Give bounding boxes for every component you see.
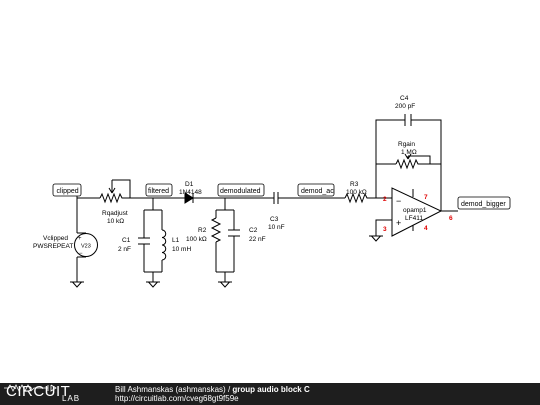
- logo-wave-icon: [4, 384, 57, 392]
- c4-value: 200 pF: [395, 103, 415, 110]
- schematic-drawing: clipped V23 + − Vclipped PWSREPEAT Rqadj…: [33, 95, 511, 288]
- r2-name: R2: [198, 227, 207, 234]
- potentiometer-rqadjust: [99, 187, 124, 204]
- vclipped-name: Vclipped: [43, 235, 68, 242]
- circuit-url[interactable]: http://circuitlab.com/cveg68gt9f59e: [115, 394, 239, 403]
- schematic-text: V23: [81, 244, 91, 250]
- pin-4: 4: [424, 225, 428, 232]
- resistor-r2: [210, 217, 222, 243]
- d1-value: 1N4148: [179, 189, 202, 196]
- rgain-name: Rgain: [398, 141, 415, 148]
- c3-name: C3: [270, 216, 279, 223]
- c2-name: C2: [249, 227, 258, 234]
- label-tag-demod-bigger: demod_bigger: [457, 196, 511, 210]
- wire-network-left: [76, 179, 140, 282]
- footer-bar: CIRCUIT LAB Bill Ashmanskas (ashmanskas)…: [0, 383, 540, 405]
- r3-value: 100 kΩ: [346, 189, 367, 196]
- schematic-text: demodulated: [220, 188, 261, 195]
- rqadjust-name: Rqadjust: [102, 210, 128, 217]
- r2-value: 100 kΩ: [186, 236, 207, 243]
- pin-2: 2: [383, 196, 387, 203]
- svg-text:+: +: [78, 236, 82, 242]
- l1-name: L1: [172, 237, 180, 244]
- resistor-r3: [344, 192, 392, 204]
- label-tag-demodulated: demodulated: [217, 183, 265, 197]
- rqadjust-value: 10 kΩ: [107, 218, 124, 225]
- ground-symbol-vclipped: [70, 281, 84, 288]
- pin-3: 3: [383, 226, 387, 233]
- ground-symbol-demod: [218, 281, 232, 288]
- c4-name: C4: [400, 95, 409, 102]
- capacitor-c4: [404, 114, 412, 126]
- d1-name: D1: [185, 181, 194, 188]
- c1-name: C1: [122, 237, 131, 244]
- label-tag-clipped: clipped: [52, 183, 82, 197]
- schematic-text: clipped: [57, 188, 79, 195]
- schematic-text: demod_bigger: [461, 201, 506, 208]
- potentiometer-rgain: [395, 153, 420, 170]
- wire-network-tank: [140, 197, 185, 282]
- c1-value: 2 nF: [118, 246, 131, 253]
- wire-network-feedback: [375, 119, 458, 236]
- label-tag-filtered: filtered: [145, 183, 173, 197]
- logo-circuit-text: CIRCUIT: [6, 383, 71, 400]
- author-link[interactable]: Bill Ashmanskas (ashmanskas): [115, 385, 226, 394]
- logo-lab-text: LAB: [62, 394, 81, 403]
- voltage-source-vclipped: V23 + −: [74, 233, 98, 257]
- capacitor-c1: [138, 237, 150, 245]
- separator: /: [225, 385, 233, 394]
- c3-value: 10 nF: [268, 224, 285, 231]
- pin-7: 7: [424, 194, 428, 201]
- pin-6: 6: [449, 215, 453, 222]
- opamp-value: LF411: [405, 215, 423, 222]
- label-tag-demod-ac: demod_ac: [297, 183, 335, 197]
- schematic-text: filtered: [148, 188, 169, 195]
- circuitlab-logo[interactable]: CIRCUIT LAB: [4, 383, 104, 404]
- capacitor-c2: [228, 229, 240, 237]
- ground-symbol-tank: [146, 281, 160, 288]
- inductor-l1: [161, 229, 167, 261]
- opamp-name: opamp1: [403, 207, 427, 214]
- circuit-title[interactable]: group audio block C: [232, 385, 310, 394]
- r3-name: R3: [350, 181, 359, 188]
- opamp-minus-sign: −: [396, 196, 401, 206]
- vclipped-value: PWSREPEAT: [33, 243, 73, 250]
- l1-value: 10 mH: [172, 246, 191, 253]
- c2-value: 22 nF: [249, 236, 266, 243]
- ground-symbol-opamp: [369, 235, 383, 242]
- author-title-line: Bill Ashmanskas (ashmanskas) / group aud…: [115, 385, 310, 394]
- diode-d1: [184, 192, 270, 204]
- capacitor-c3: [270, 192, 345, 204]
- schematic-text: demod_ac: [301, 188, 334, 195]
- opamp-plus-sign: +: [396, 218, 401, 228]
- wire-network-demod: [215, 198, 235, 282]
- opamp-lf411: [391, 187, 443, 237]
- svg-text:−: −: [79, 251, 83, 257]
- rgain-value: 1 MΩ: [401, 149, 417, 156]
